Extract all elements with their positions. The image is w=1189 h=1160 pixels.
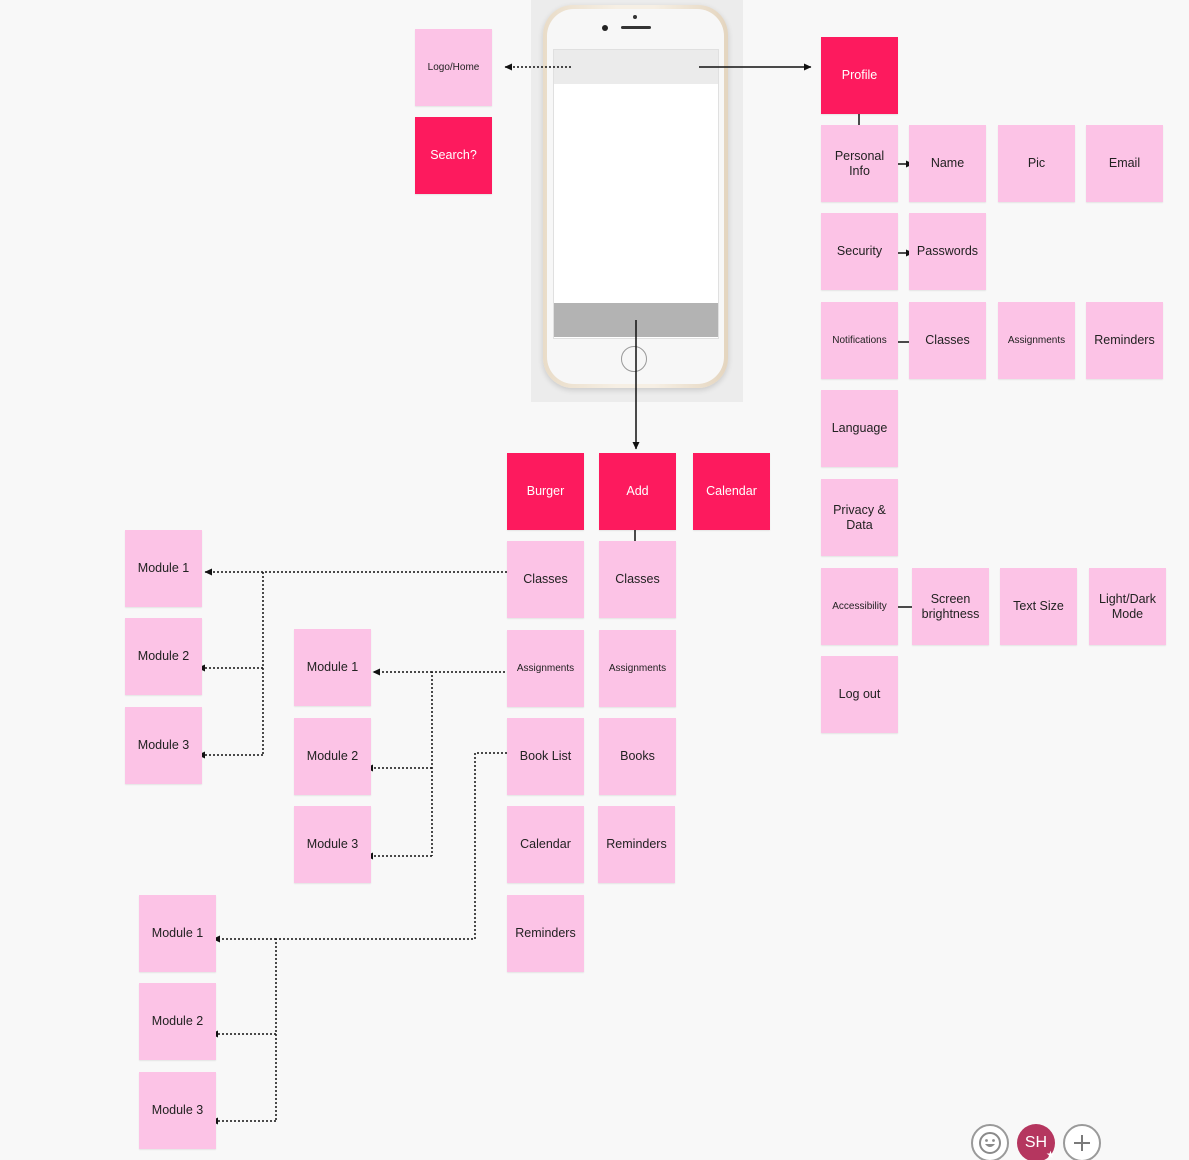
- note-personal-info[interactable]: Personal Info: [821, 125, 898, 202]
- note-add-classes[interactable]: Classes: [599, 541, 676, 618]
- note-books-module-3[interactable]: Module 3: [139, 1072, 216, 1149]
- reaction-button[interactable]: [971, 1124, 1009, 1160]
- note-screen-brightness[interactable]: Screen brightness: [912, 568, 989, 645]
- note-burger-reminders[interactable]: Reminders: [507, 895, 584, 972]
- note-privacy-data[interactable]: Privacy & Data: [821, 479, 898, 556]
- add-collaborator-button[interactable]: [1063, 1124, 1101, 1160]
- phone-speaker: [621, 26, 651, 29]
- note-classes-module-2[interactable]: Module 2: [125, 618, 202, 695]
- note-pic[interactable]: Pic: [998, 125, 1075, 202]
- note-books-module-2[interactable]: Module 2: [139, 983, 216, 1060]
- note-profile[interactable]: Profile: [821, 37, 898, 114]
- star-icon: ★: [1046, 1150, 1055, 1160]
- user-avatar[interactable]: SH: [1017, 1124, 1055, 1160]
- note-calendar-top[interactable]: Calendar: [693, 453, 770, 530]
- note-burger-assignments[interactable]: Assignments: [507, 630, 584, 707]
- note-books-module-1[interactable]: Module 1: [139, 895, 216, 972]
- note-add-reminders[interactable]: Reminders: [598, 806, 675, 883]
- note-notifications-classes[interactable]: Classes: [909, 302, 986, 379]
- note-assignments-module-2[interactable]: Module 2: [294, 718, 371, 795]
- note-notifications[interactable]: Notifications: [821, 302, 898, 379]
- phone-header-bar: [554, 50, 718, 84]
- note-notifications-reminders[interactable]: Reminders: [1086, 302, 1163, 379]
- note-email[interactable]: Email: [1086, 125, 1163, 202]
- phone-camera-icon: [602, 25, 608, 31]
- note-assignments-module-1[interactable]: Module 1: [294, 629, 371, 706]
- note-passwords[interactable]: Passwords: [909, 213, 986, 290]
- note-add-books[interactable]: Books: [599, 718, 676, 795]
- avatar-initials: SH: [1024, 1134, 1048, 1151]
- note-notifications-assignments[interactable]: Assignments: [998, 302, 1075, 379]
- note-burger[interactable]: Burger: [507, 453, 584, 530]
- note-logo-home[interactable]: Logo/Home: [415, 29, 492, 106]
- note-burger-classes[interactable]: Classes: [507, 541, 584, 618]
- phone-tab-bar: [554, 303, 718, 337]
- note-accessibility[interactable]: Accessibility: [821, 568, 898, 645]
- note-language[interactable]: Language: [821, 390, 898, 467]
- note-light-dark-mode[interactable]: Light/Dark Mode: [1089, 568, 1166, 645]
- note-text-size[interactable]: Text Size: [1000, 568, 1077, 645]
- phone-sensor: [633, 15, 637, 19]
- note-search[interactable]: Search?: [415, 117, 492, 194]
- note-add-assignments[interactable]: Assignments: [599, 630, 676, 707]
- phone-home-button: [621, 346, 647, 372]
- note-name[interactable]: Name: [909, 125, 986, 202]
- plus-icon: [1074, 1135, 1090, 1151]
- note-burger-book-list[interactable]: Book List: [507, 718, 584, 795]
- note-assignments-module-3[interactable]: Module 3: [294, 806, 371, 883]
- note-add[interactable]: Add: [599, 453, 676, 530]
- note-security[interactable]: Security: [821, 213, 898, 290]
- note-classes-module-1[interactable]: Module 1: [125, 530, 202, 607]
- note-log-out[interactable]: Log out: [821, 656, 898, 733]
- smiley-icon: [979, 1132, 1001, 1154]
- note-burger-calendar[interactable]: Calendar: [507, 806, 584, 883]
- connector-assignments-trunk: [431, 671, 505, 856]
- note-classes-module-3[interactable]: Module 3: [125, 707, 202, 784]
- phone-screen: [553, 49, 719, 339]
